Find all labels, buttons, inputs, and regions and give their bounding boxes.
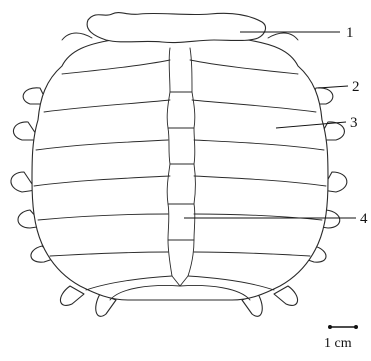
scale-bar: 1 cm (324, 325, 358, 351)
scale-bar-left-end (328, 325, 332, 329)
right-marginal-scute (274, 286, 298, 305)
scale-bar-right-end (354, 325, 358, 329)
nuchal-notch-right (268, 33, 298, 40)
callout-1-label: 1 (346, 25, 354, 41)
nuchal-bone (87, 13, 265, 43)
callout-3-label: 3 (350, 115, 358, 131)
scale-bar-label: 1 cm (324, 336, 352, 351)
callout-2-label: 2 (352, 79, 360, 95)
nuchal-notch-left (62, 33, 92, 40)
callout-2-leader (318, 86, 348, 88)
callout-4-label: 4 (360, 211, 368, 227)
left-marginal-scute (60, 286, 84, 305)
carapace-outline (32, 39, 328, 300)
